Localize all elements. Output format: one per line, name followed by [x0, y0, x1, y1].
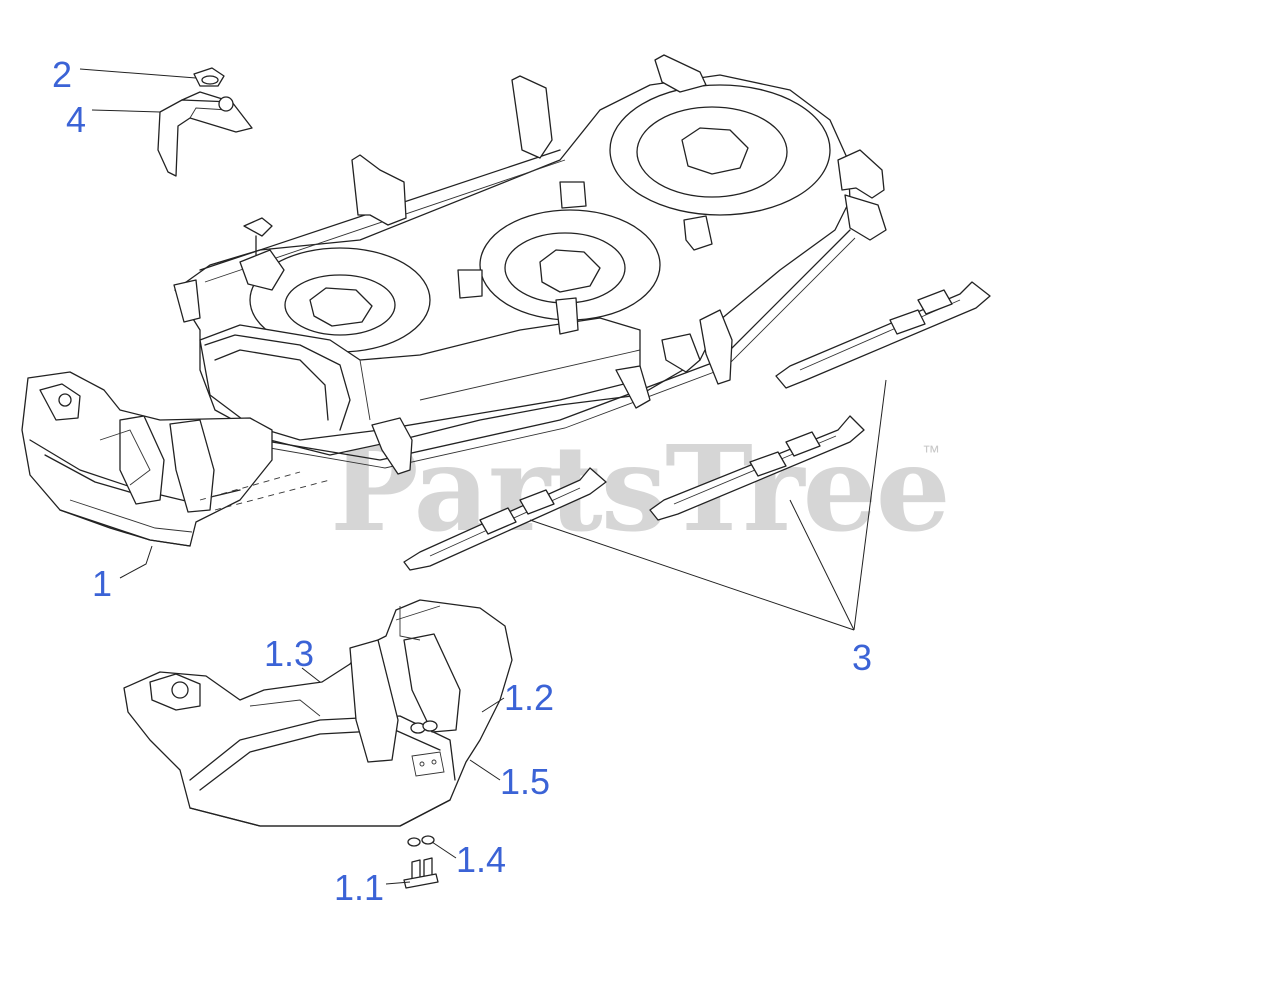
label-part-1-1[interactable]: 1.1: [334, 867, 385, 908]
part-1-discharge-chute: [21, 371, 331, 547]
label-part-1-4[interactable]: 1.4: [456, 839, 507, 880]
label-part-1-2[interactable]: 1.2: [504, 677, 555, 718]
part-1-1-bolts: [403, 857, 439, 889]
watermark: PartsTree: [330, 419, 951, 558]
exploded-discharge-chute: [123, 599, 513, 827]
label-part-1-3[interactable]: 1.3: [264, 633, 315, 674]
leader-lines: [79, 68, 887, 885]
part-4-bracket: [157, 91, 253, 177]
label-part-1-5[interactable]: 1.5: [500, 761, 551, 802]
label-part-3[interactable]: 3: [852, 637, 873, 678]
part-1-4-washers: [407, 835, 435, 847]
label-part-1[interactable]: 1: [92, 563, 113, 604]
mower-deck: [173, 54, 887, 475]
label-part-4[interactable]: 4: [66, 99, 87, 140]
part-1-5-hardware: [410, 720, 445, 777]
label-part-2[interactable]: 2: [52, 54, 73, 95]
part-2-wingnut: [193, 67, 225, 87]
part-3-blade-middle: [649, 415, 865, 521]
trademark-symbol: ™: [922, 442, 940, 462]
part-3-blade-lower-left: [403, 467, 607, 571]
part-3-blade-upper-right: [775, 281, 991, 389]
